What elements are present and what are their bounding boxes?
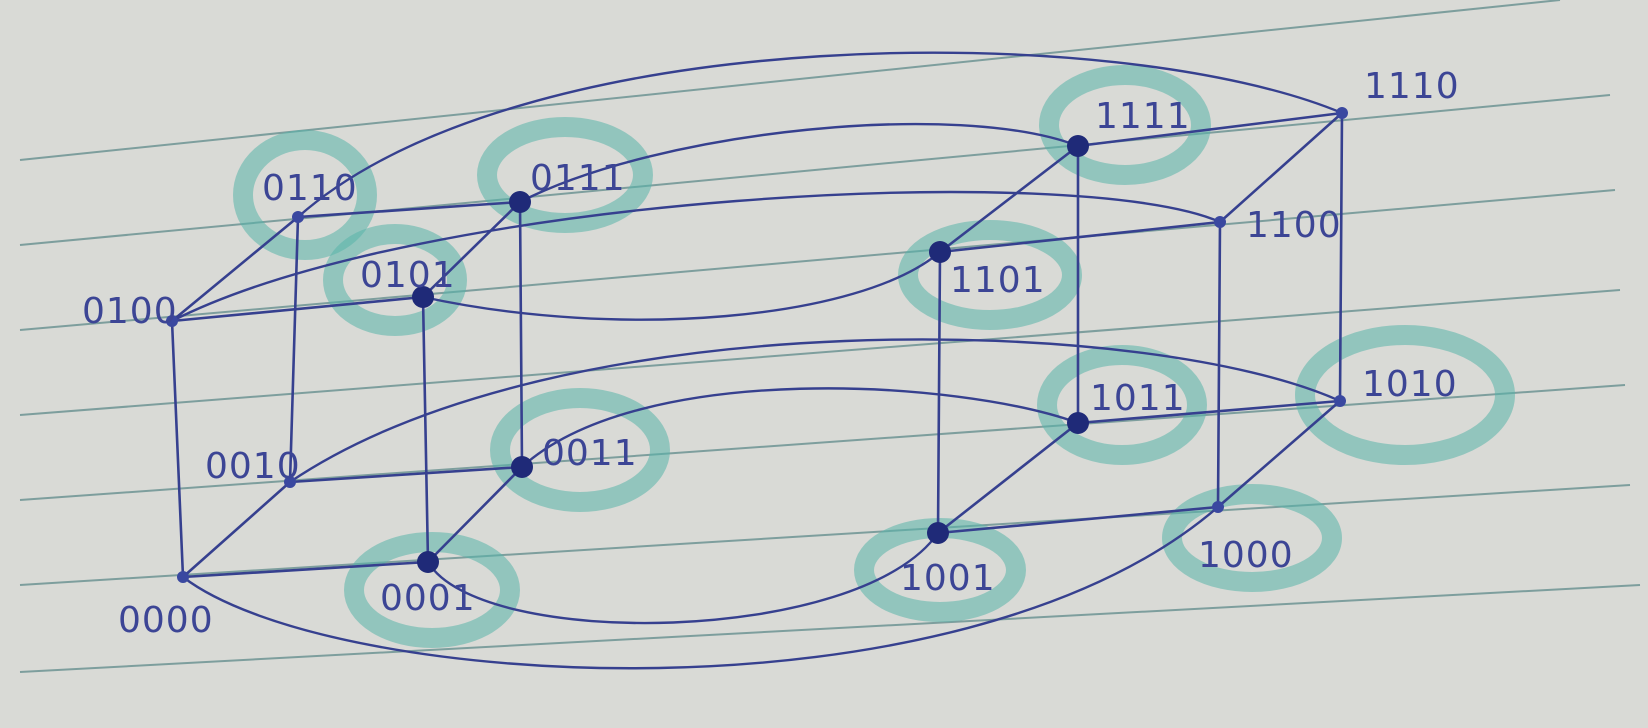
vertex-dot-1111 bbox=[1067, 135, 1089, 157]
vertex-dot-0110 bbox=[292, 211, 304, 223]
vertex-dot-1110 bbox=[1336, 107, 1348, 119]
vertex-dot-1011 bbox=[1067, 412, 1089, 434]
vertex-dot-1010 bbox=[1334, 395, 1346, 407]
edge-1001-1101 bbox=[936, 250, 942, 535]
vertex-label-1101: 1101 bbox=[950, 260, 1046, 301]
edge-0111-1111 bbox=[518, 122, 1080, 204]
edge-0000-1000 bbox=[181, 505, 1220, 670]
vertex-dots bbox=[166, 107, 1348, 583]
vertex-dot-1000 bbox=[1212, 501, 1224, 513]
vertex-dot-0010 bbox=[284, 476, 296, 488]
vertex-dot-0001 bbox=[417, 551, 439, 573]
edge-0100-1100 bbox=[170, 190, 1222, 323]
edge-1010-1011 bbox=[1076, 399, 1342, 425]
edge-1010-1110 bbox=[1338, 111, 1344, 403]
highlight-circle-1010 bbox=[1295, 325, 1515, 465]
highlight-circle-0011 bbox=[490, 388, 670, 512]
edge-0001-0101 bbox=[421, 295, 430, 564]
vertex-dot-1100 bbox=[1214, 216, 1226, 228]
edge-1000-1001 bbox=[936, 505, 1220, 535]
vertex-label-1000: 1000 bbox=[1198, 535, 1294, 576]
edge-0011-0111 bbox=[518, 200, 524, 469]
vertex-dot-1001 bbox=[927, 522, 949, 544]
highlight-circle-1000 bbox=[1162, 484, 1342, 592]
highlight-circle-0110 bbox=[233, 130, 377, 260]
edge-0001-1001 bbox=[426, 531, 940, 625]
edge-0110-0111 bbox=[296, 200, 522, 219]
highlight-circle-0001 bbox=[344, 532, 520, 648]
vertex-label-1010: 1010 bbox=[1362, 364, 1458, 405]
vertex-label-0010: 0010 bbox=[205, 446, 301, 487]
vertex-label-1001: 1001 bbox=[900, 558, 996, 599]
edge-0101-1101 bbox=[421, 250, 942, 321]
vertex-dot-0111 bbox=[509, 191, 531, 213]
edge-1001-1011 bbox=[936, 421, 1080, 535]
ruled-line bbox=[19, 94, 1611, 246]
vertex-label-0011: 0011 bbox=[542, 433, 638, 474]
vertex-label-1110: 1110 bbox=[1364, 66, 1460, 107]
edge-0010-0110 bbox=[288, 215, 300, 484]
edge-0010-1010 bbox=[288, 338, 1342, 484]
highlight-circles bbox=[233, 65, 1515, 648]
vertex-dot-1101 bbox=[929, 241, 951, 263]
highlight-circle-1011 bbox=[1037, 345, 1207, 465]
vertex-label-0101: 0101 bbox=[360, 255, 456, 296]
edge-0000-0010 bbox=[181, 480, 292, 579]
highlight-circle-0111 bbox=[477, 117, 653, 233]
edge-0101-0111 bbox=[421, 200, 522, 299]
ruled-line bbox=[19, 0, 1561, 161]
vertex-label-0100: 0100 bbox=[82, 291, 178, 332]
vertex-label-0001: 0001 bbox=[380, 578, 476, 619]
edge-0001-0011 bbox=[426, 465, 524, 564]
vertex-label-0000: 0000 bbox=[118, 600, 214, 641]
vertex-dot-0100 bbox=[166, 315, 178, 327]
vertex-label-1100: 1100 bbox=[1246, 205, 1342, 246]
highlight-circle-1101 bbox=[898, 220, 1082, 330]
vertex-dot-0101 bbox=[412, 286, 434, 308]
ruled-line bbox=[19, 484, 1631, 586]
ruled-line bbox=[19, 584, 1641, 673]
edge-1000-1010 bbox=[1216, 399, 1342, 509]
highlight-circle-0101 bbox=[323, 224, 467, 336]
vertex-label-0110: 0110 bbox=[262, 168, 358, 209]
vertex-label-1011: 1011 bbox=[1090, 378, 1186, 419]
vertex-labels: 0000 0001 0010 0011 0100 0101 0110 0111 1000 1001… bbox=[82, 66, 1460, 641]
vertex-dot-0011 bbox=[511, 456, 533, 478]
edge-0011-1011 bbox=[520, 387, 1080, 469]
ruled-line bbox=[19, 289, 1621, 416]
edge-0010-0011 bbox=[288, 465, 524, 484]
edge-1101-1111 bbox=[938, 144, 1080, 254]
vertex-label-1111: 1111 bbox=[1095, 96, 1191, 137]
edge-0000-0001 bbox=[181, 560, 430, 579]
edge-1100-1101 bbox=[938, 220, 1222, 254]
vertex-dot-0000 bbox=[177, 571, 189, 583]
edge-0110-1110 bbox=[296, 51, 1344, 219]
edge-0100-0101 bbox=[170, 295, 425, 323]
ruled-line bbox=[19, 189, 1616, 331]
edges bbox=[170, 51, 1344, 670]
edge-1100-1110 bbox=[1218, 111, 1344, 224]
edge-0000-0100 bbox=[170, 319, 185, 579]
edge-0100-0110 bbox=[170, 215, 300, 323]
highlight-circle-1111 bbox=[1039, 65, 1211, 185]
edge-1110-1111 bbox=[1076, 111, 1344, 148]
vertex-label-0111: 0111 bbox=[530, 158, 626, 199]
